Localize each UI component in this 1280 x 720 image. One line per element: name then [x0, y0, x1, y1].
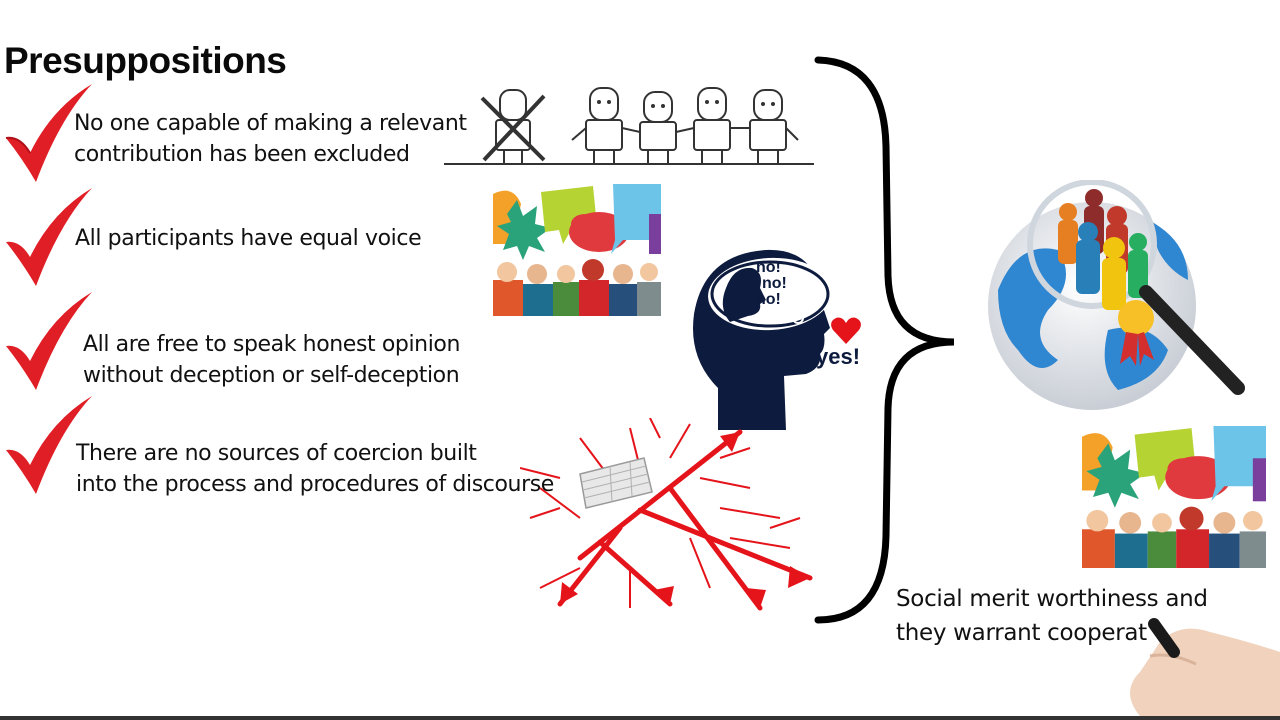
globe-magnifier-illustration [988, 180, 1245, 410]
thought-word: no! [762, 275, 787, 292]
result-text: Social merit worthiness and they warrant… [896, 582, 1208, 650]
head-silhouette-illustration [693, 249, 832, 430]
heart-icon [831, 317, 861, 344]
presupposition-item-4: There are no sources of coercion built i… [76, 438, 554, 500]
bottom-border [0, 716, 1280, 720]
result-line: Social merit worthiness and [896, 586, 1208, 612]
item-line: All are free to speak honest opinion [83, 332, 461, 357]
curly-brace [814, 56, 955, 624]
item-line: No one capable of making a relevant [74, 111, 467, 136]
thought-word: no! [756, 259, 781, 276]
presupposition-item-1: No one capable of making a relevant cont… [74, 108, 467, 170]
branching-arrows-illustration [520, 418, 813, 611]
drawing-hand-illustration [1130, 618, 1280, 716]
thought-word: no! [756, 291, 781, 308]
checkmark-icon [6, 292, 92, 390]
checkmark-icon [6, 396, 92, 494]
result-line: they warrant cooperat [896, 620, 1147, 646]
item-line: contribution has been excluded [74, 142, 410, 167]
item-line: into the process and procedures of disco… [76, 472, 554, 497]
item-line: All participants have equal voice [75, 226, 422, 251]
item-line: without deception or self-deception [83, 363, 460, 388]
slide-title: Presuppositions [4, 40, 287, 81]
checkmark-icon [5, 84, 92, 182]
spoken-word: yes! [816, 344, 861, 369]
item-line: There are no sources of coercion built [76, 441, 477, 466]
speech-bubbles-crowd-illustration [493, 184, 661, 316]
speech-bubbles-crowd-illustration-2 [1082, 426, 1266, 568]
presupposition-item-3: All are free to speak honest opinion wit… [83, 329, 460, 391]
presupposition-item-2: All participants have equal voice [75, 223, 422, 254]
checkmark-icon [6, 188, 92, 286]
thought-words: no! no! no! [756, 260, 787, 308]
stick-figures-illustration [444, 87, 814, 165]
